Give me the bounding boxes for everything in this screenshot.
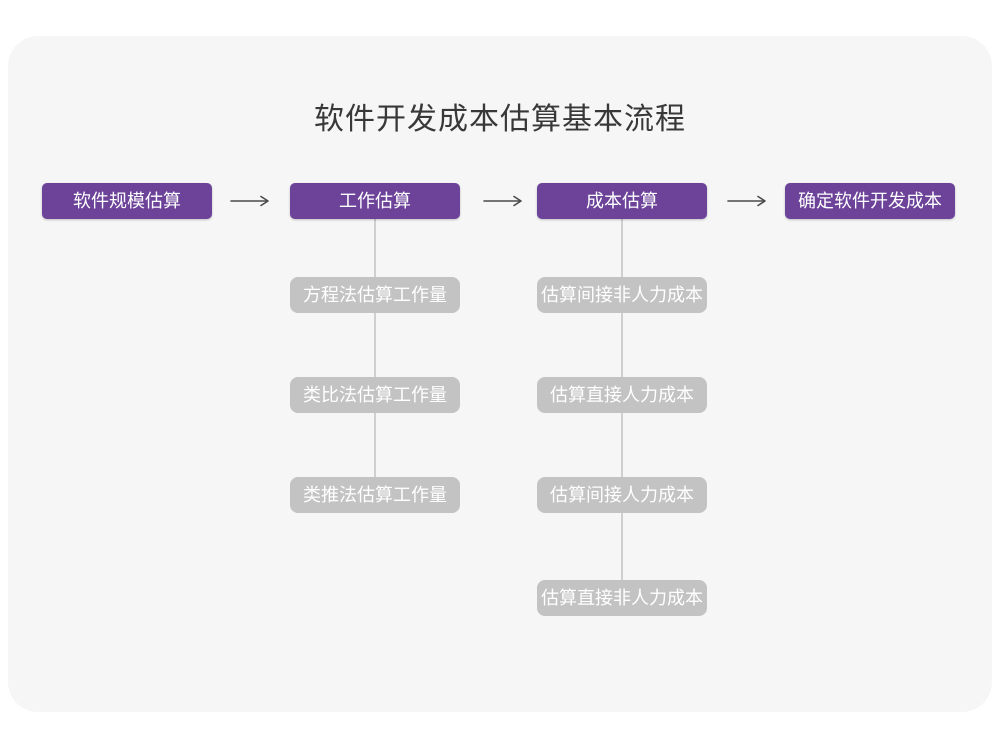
flow-node-determine-software-dev-cost[interactable]: 确定软件开发成本 (785, 183, 955, 219)
flow-arrow-right-icon (230, 195, 269, 207)
flow-arrow-right-icon (483, 195, 522, 207)
child-node-indirect-non-labor-cost[interactable]: 估算间接非人力成本 (537, 277, 707, 313)
child-node-direct-labor-cost[interactable]: 估算直接人力成本 (537, 377, 707, 413)
child-node-extrapolation-method[interactable]: 类推法估算工作量 (290, 477, 460, 513)
connector-line-work-estimation (374, 218, 376, 496)
child-node-equation-method[interactable]: 方程法估算工作量 (290, 277, 460, 313)
child-node-indirect-labor-cost[interactable]: 估算间接人力成本 (537, 477, 707, 513)
diagram-title: 软件开发成本估算基本流程 (314, 103, 686, 136)
flow-node-cost-estimation[interactable]: 成本估算 (537, 183, 707, 219)
flow-arrow-right-icon (727, 195, 766, 207)
child-node-analogy-method[interactable]: 类比法估算工作量 (290, 377, 460, 413)
flow-node-software-scale-estimation[interactable]: 软件规模估算 (42, 183, 212, 219)
diagram-canvas: 软件开发成本估算基本流程 软件规模估算 工作估算 成本估算 确定软件开发成本 方… (8, 36, 992, 712)
child-node-direct-non-labor-cost[interactable]: 估算直接非人力成本 (537, 580, 707, 616)
flow-node-work-estimation[interactable]: 工作估算 (290, 183, 460, 219)
